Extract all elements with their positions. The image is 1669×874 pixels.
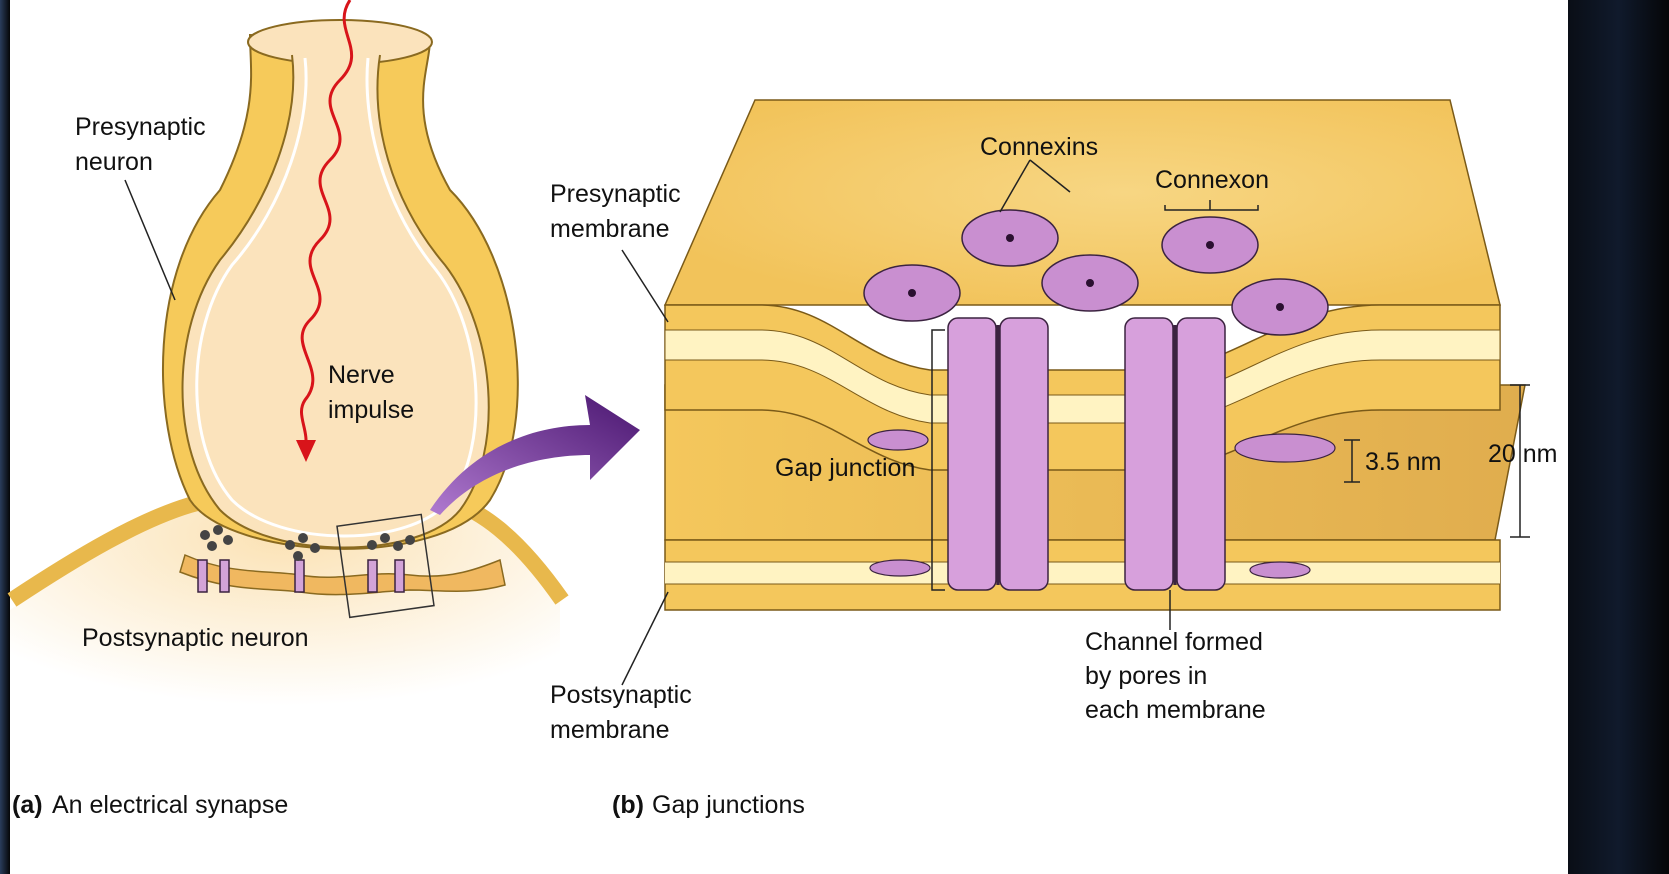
label-3-5-nm: 3.5 nm [1365,448,1441,476]
presynaptic-membrane-leader [622,250,668,322]
presynaptic-neuron-leader [125,180,175,300]
panel-b-gap-junctions: Connexins Connexon Presynaptic membrane … [550,100,1557,744]
label-postsynaptic-membrane-2: membrane [550,716,670,744]
caption-b: (b) Gap junctions [612,791,805,819]
label-channel-2: by pores in [1085,662,1207,690]
label-presynaptic-membrane-2: membrane [550,215,670,243]
caption-b-text: Gap junctions [652,791,805,819]
caption-b-letter: (b) [612,791,644,819]
label-channel: Channel formed [1085,628,1263,656]
label-20-nm: 20 nm [1488,440,1557,468]
label-gap-junction: Gap junction [775,454,915,482]
label-connexins: Connexins [980,133,1098,161]
label-postsynaptic-membrane: Postsynaptic [550,681,692,709]
label-presynaptic-membrane: Presynaptic [550,180,681,208]
postsynaptic-lipid-light [665,562,1500,584]
label-presynaptic-neuron: Presynaptic [75,113,206,141]
label-nerve-impulse: Nerve [328,361,395,389]
caption-a-text: An electrical synapse [52,791,288,819]
diagram-svg: Presynaptic neuron Nerve impulse Postsyn… [0,0,1568,874]
panel-a-electrical-synapse: Presynaptic neuron Nerve impulse Postsyn… [10,0,562,730]
postsynaptic-membrane-leader [622,592,668,685]
label-connexon: Connexon [1155,166,1269,194]
caption-a-letter: (a) [12,791,43,819]
caption-a: (a) An electrical synapse [12,791,288,819]
label-presynaptic-neuron-2: neuron [75,148,153,176]
label-nerve-impulse-2: impulse [328,396,414,424]
slide-frame-right [1568,0,1669,874]
label-postsynaptic-neuron: Postsynaptic neuron [82,624,309,652]
gap-junction-cluster [198,560,404,592]
label-channel-3: each membrane [1085,696,1266,724]
presynaptic-inner-membrane [183,55,489,548]
